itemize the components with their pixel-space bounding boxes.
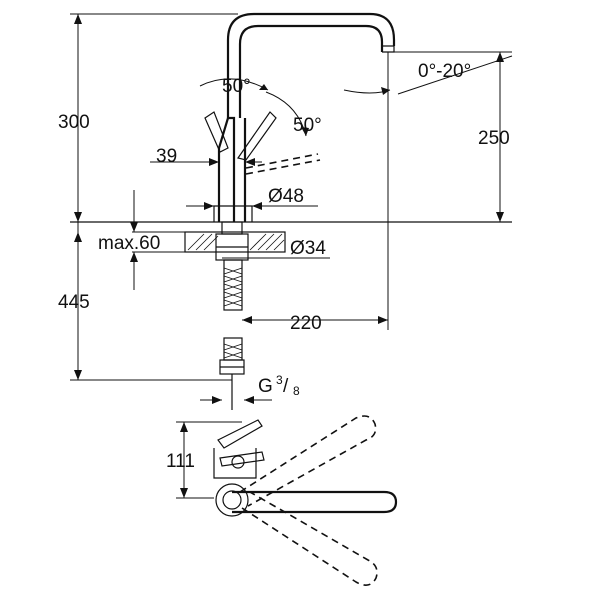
dim-thread [200,396,272,404]
label-d34: Ø34 [290,238,326,259]
label-spout-tilt: 0°-20° [418,61,471,82]
top-view [176,415,398,586]
label-angle-left: 50° [222,76,251,97]
label-111: 111 [166,451,195,472]
lever-handle [204,111,321,175]
dimension-labels: 300 250 50° 50° 0°-20° 39 Ø48 Ø34 max.60… [58,61,510,472]
label-39: 39 [156,146,177,167]
faucet-body [213,116,253,261]
counter-section [130,190,286,290]
dim-d48 [186,202,318,210]
dim-220 [242,316,388,324]
label-445: 445 [58,292,90,313]
svg-text:/: / [283,376,289,397]
label-220: 220 [290,313,322,334]
dim-39 [150,158,262,166]
angle-arcs [199,55,513,137]
left-dimension-lines [70,13,238,381]
label-d48: Ø48 [268,186,304,207]
label-angle-right: 50° [293,115,322,136]
label-250: 250 [478,128,510,149]
spout [226,12,396,118]
label-thread-den: 8 [293,384,300,398]
label-300: 300 [58,112,90,133]
label-max60: max.60 [98,233,160,254]
label-thread-g: G [258,376,273,397]
hoses [219,259,245,410]
dim-250 [387,51,512,330]
label-thread-num: 3 [276,373,283,387]
